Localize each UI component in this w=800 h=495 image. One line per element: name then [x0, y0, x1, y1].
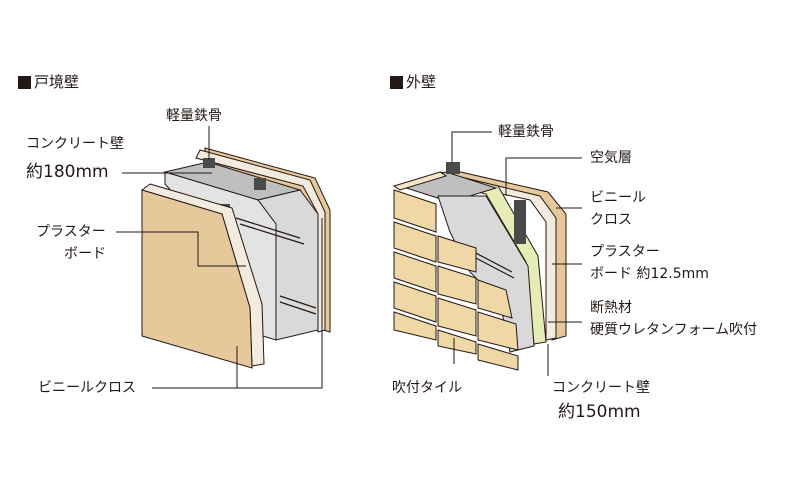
tile-block: [437, 235, 477, 273]
tile-block: [477, 343, 519, 371]
label-insul-2: 硬質ウレタンフォーム吹付: [590, 322, 758, 338]
core-line-3: [279, 295, 317, 309]
label-concrete-left-2: 約180mm: [26, 162, 109, 182]
party-wall-heading: 戸境壁: [18, 72, 79, 92]
tile-block: [393, 311, 437, 341]
party-wall-heading-text: 戸境壁: [34, 73, 80, 91]
exterior-wall-leaders: [451, 131, 582, 376]
tile-block: [393, 251, 437, 293]
label-concrete-right-1: コンクリート壁: [552, 380, 650, 396]
party-wall-leaders: [116, 126, 323, 389]
steel-stud-2: [254, 178, 266, 190]
label-vinyl-left: ビニールクロス: [38, 380, 136, 396]
label-tile: 吹付タイル: [392, 380, 462, 396]
tile-block: [437, 297, 477, 337]
ext-steel-stud: [514, 200, 526, 244]
label-air: 空気層: [590, 150, 632, 166]
back-board-cloth: [195, 149, 326, 333]
exterior-wall-illustration: [392, 162, 567, 371]
leader-air: [505, 157, 582, 196]
label-plaster-right-1: プラスター: [590, 244, 660, 260]
steel-stud-1: [203, 158, 215, 168]
leader-vinyl-back: [152, 218, 323, 389]
tile-block: [393, 189, 437, 233]
tile-block: [477, 279, 513, 319]
exterior-wall-heading: 外壁: [390, 72, 436, 92]
ext-core-line-2: [471, 255, 515, 279]
label-plaster-right-2: ボード 約12.5mm: [590, 266, 709, 282]
label-plaster-left-1: プラスター: [36, 224, 106, 240]
core-line-4: [279, 301, 317, 315]
label-concrete-left-1: コンクリート壁: [26, 136, 124, 152]
leader-steel-right: [451, 131, 492, 162]
label-vinyl-right-1: ビニール: [590, 190, 646, 206]
heading-square-icon: [390, 75, 403, 89]
label-concrete-right-2: 約150mm: [558, 402, 641, 422]
label-vinyl-right-2: クロス: [590, 212, 632, 228]
tile-block: [393, 281, 437, 323]
tile-block: [437, 329, 477, 355]
party-wall-illustration: [140, 147, 331, 369]
leader-plaster-left: [116, 231, 246, 267]
label-steel-right: 軽量鉄骨: [498, 124, 554, 140]
label-steel-left: 軽量鉄骨: [166, 108, 222, 124]
front-board: [141, 189, 253, 369]
label-plaster-left-2: ボード: [64, 246, 106, 262]
tile-top-face: [392, 171, 448, 191]
heading-square-icon: [18, 75, 31, 89]
ext-core-line-1: [469, 249, 513, 273]
exterior-wall-heading-text: 外壁: [406, 73, 437, 91]
core-line-2: [239, 223, 305, 245]
label-insul-1: 断熱材: [590, 300, 632, 316]
tile-blocks: [393, 189, 519, 371]
tile-block: [477, 311, 519, 351]
tile-block: [393, 221, 437, 263]
ext-steel-cap: [446, 162, 460, 174]
core-line-1: [235, 217, 301, 239]
tile-block: [437, 265, 477, 305]
